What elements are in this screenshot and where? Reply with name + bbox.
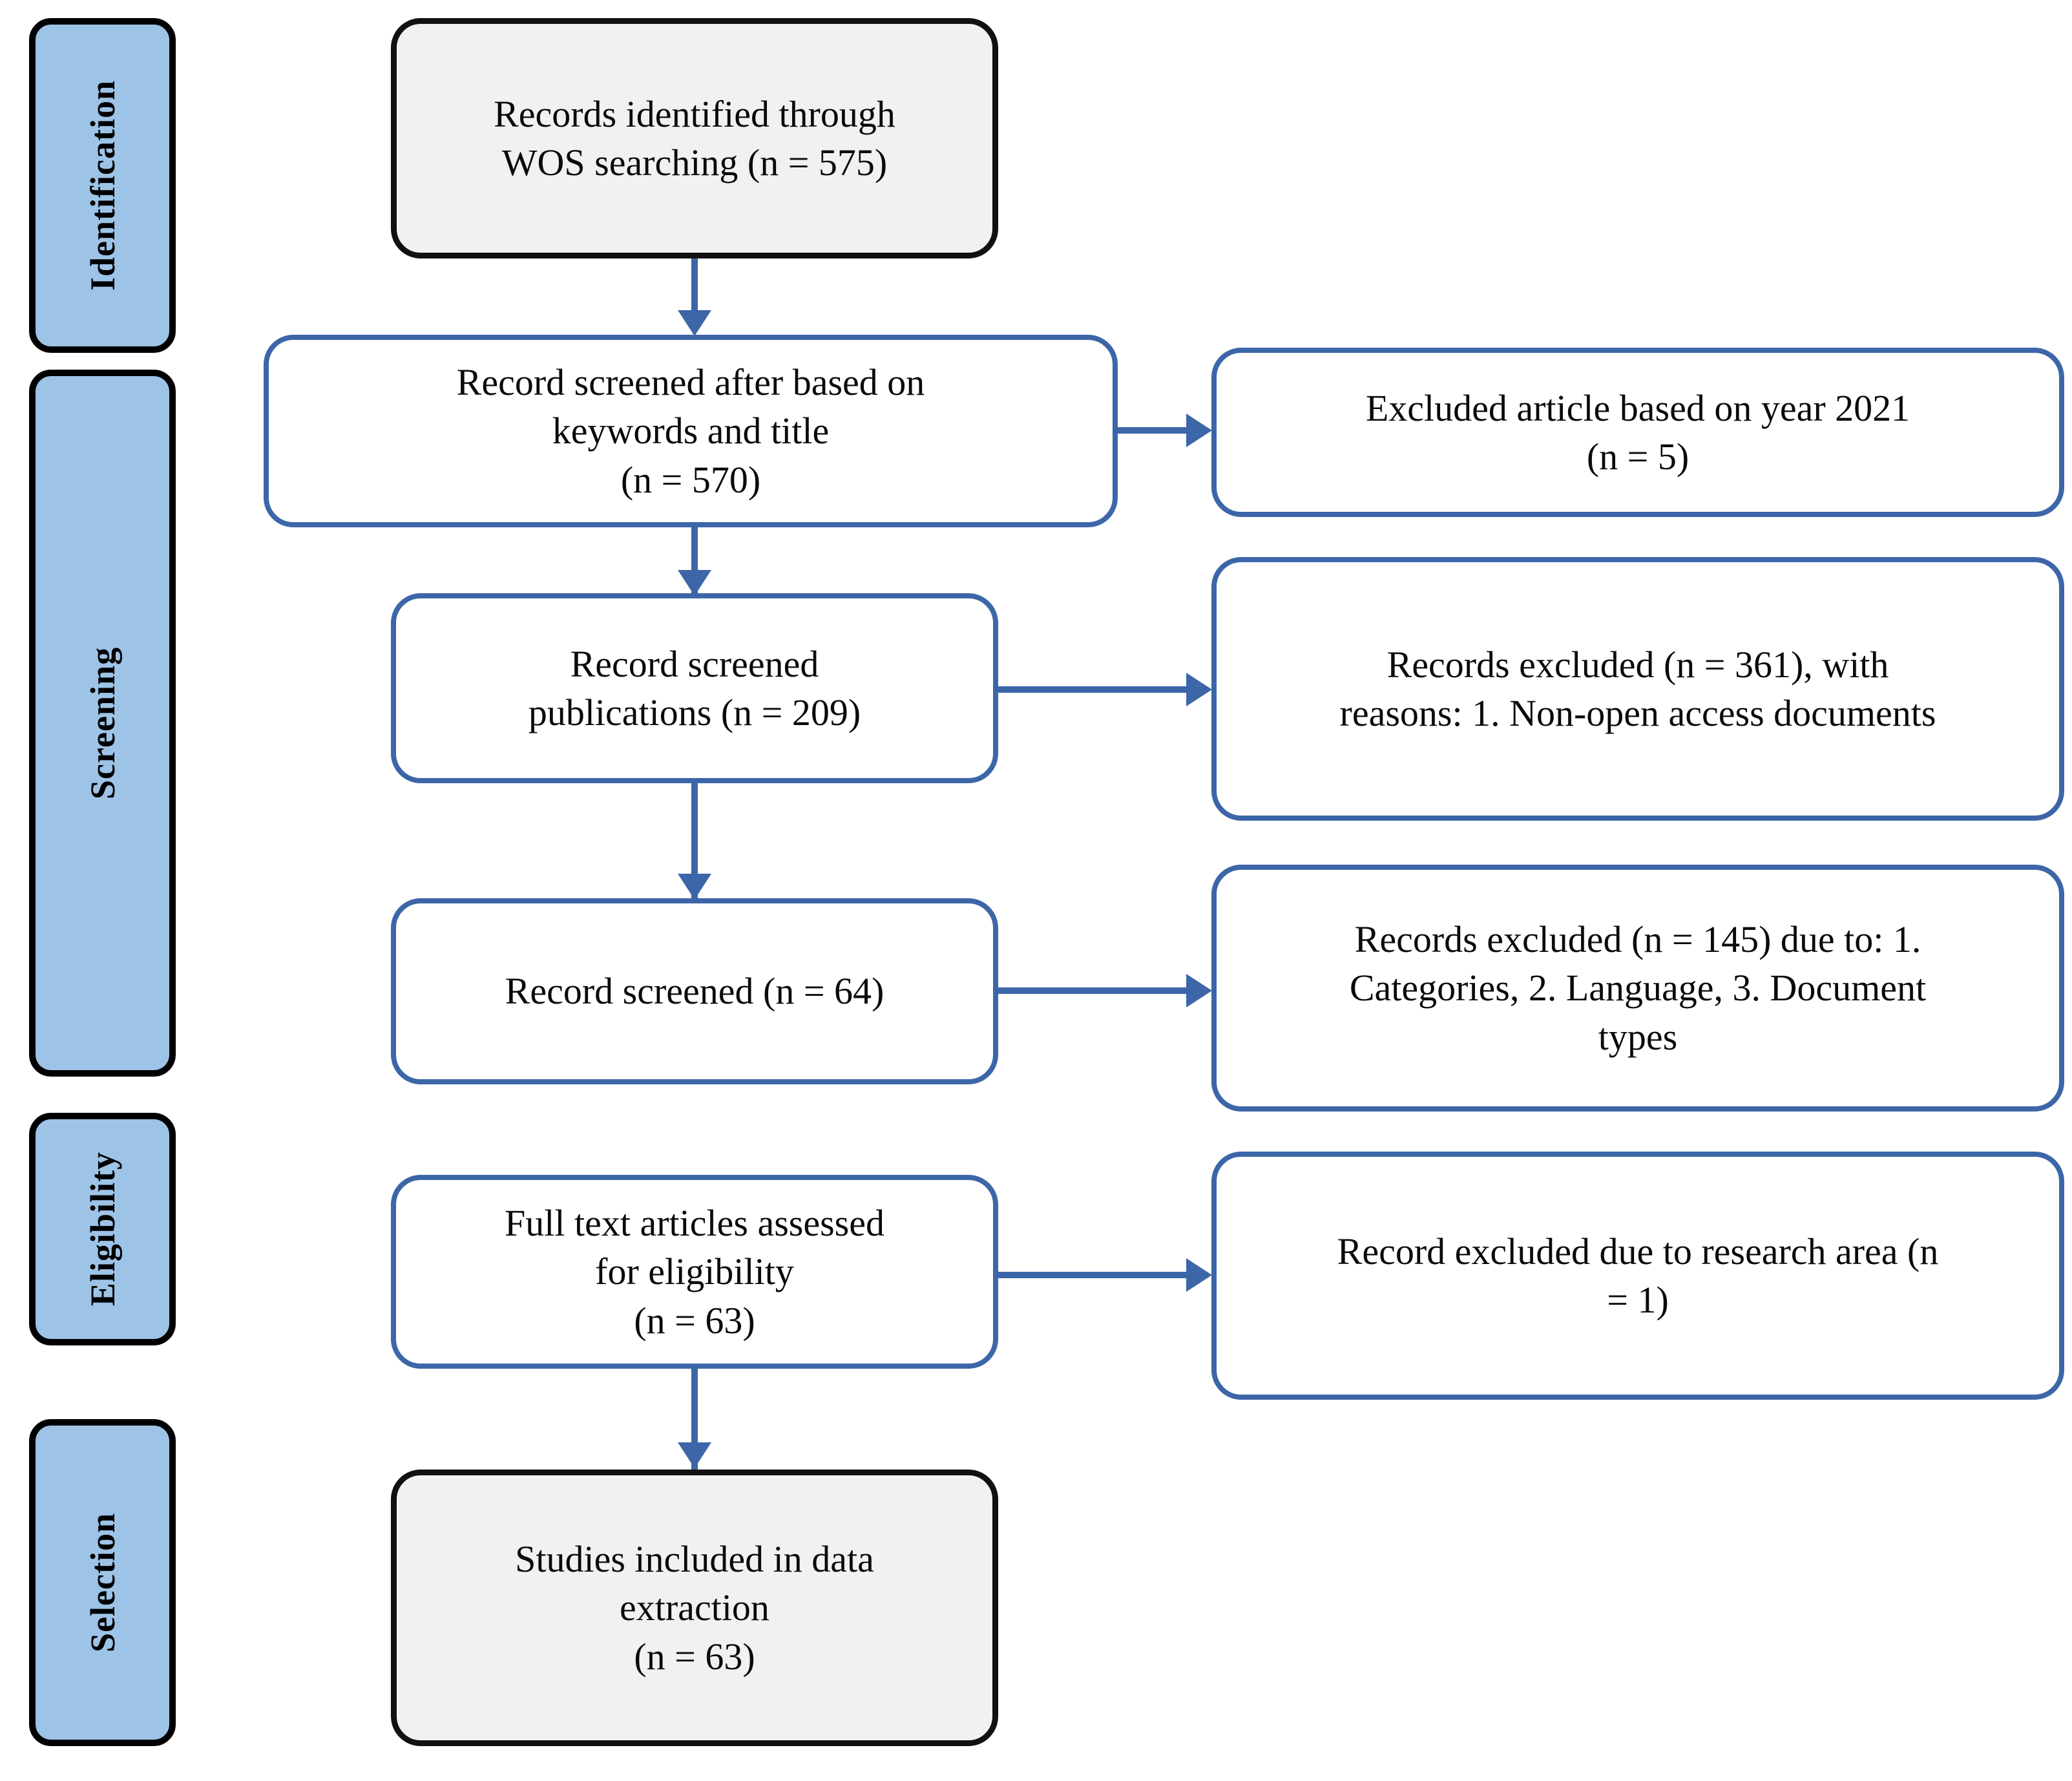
connector-record-screened-to-excluded-categories-line — [995, 987, 1190, 994]
phase-label-screening: Screening — [29, 370, 176, 1077]
node-records-excluded-non-open-access: Records excluded (n = 361), with reasons… — [1211, 557, 2064, 821]
phase-label-selection-text: Selection — [83, 1513, 122, 1652]
node-record-screened-publications: Record screened publications (n = 209) — [391, 593, 998, 783]
connector-screened-keywords-to-screened-publications-arrow — [678, 570, 711, 596]
node-excluded-article-year-2021-text: Excluded article based on year 2021 (n =… — [1365, 386, 1910, 478]
node-records-excluded-categories-language-doctypes: Records excluded (n = 145) due to: 1. Ca… — [1211, 865, 2064, 1112]
node-records-identified-text: Records identified through WOS searching… — [494, 92, 895, 184]
node-record-screened-64-text: Record screened (n = 64) — [505, 970, 884, 1013]
phase-label-identification: Identification — [29, 18, 176, 353]
node-full-text-articles-assessed-text: Full text articles assessed for eligibil… — [505, 1201, 884, 1342]
connector-identified-to-screened-keywords-arrow — [678, 310, 711, 336]
phase-label-identification-text: Identification — [83, 79, 122, 291]
node-studies-included-data-extraction: Studies included in data extraction (n =… — [391, 1470, 998, 1746]
node-records-identified: Records identified through WOS searching… — [391, 18, 998, 258]
connector-screened-publications-to-excluded-nonopen-arrow — [1186, 673, 1212, 706]
phase-label-screening-text: Screening — [83, 647, 122, 799]
connector-fulltext-assessed-to-included-arrow — [678, 1442, 711, 1468]
node-studies-included-data-extraction-text: Studies included in data extraction (n =… — [515, 1537, 874, 1678]
phase-label-eligibility-text: Eligibility — [83, 1152, 122, 1307]
connector-screened-publications-to-record-screened-line — [691, 782, 698, 900]
node-full-text-articles-assessed: Full text articles assessed for eligibil… — [391, 1175, 998, 1369]
connector-screened-keywords-to-excluded-year-arrow — [1186, 414, 1212, 447]
connector-screened-keywords-to-excluded-year-line — [1114, 427, 1190, 434]
phase-label-eligibility: Eligibility — [29, 1113, 176, 1345]
connector-screened-publications-to-excluded-nonopen-line — [995, 686, 1190, 693]
node-record-screened-publications-text: Record screened publications (n = 209) — [528, 642, 861, 733]
connector-screened-publications-to-record-screened-arrow — [678, 874, 711, 900]
node-record-screened-keywords-title-text: Record screened after based on keywords … — [456, 361, 925, 501]
connector-identified-to-screened-keywords-line — [691, 257, 698, 314]
node-record-excluded-research-area: Record excluded due to research area (n … — [1211, 1152, 2064, 1400]
node-record-excluded-research-area-text: Record excluded due to research area (n … — [1337, 1230, 1939, 1321]
connector-record-screened-to-excluded-categories-arrow — [1186, 974, 1212, 1007]
node-record-screened-keywords-title: Record screened after based on keywords … — [264, 335, 1118, 527]
node-excluded-article-year-2021: Excluded article based on year 2021 (n =… — [1211, 348, 2064, 517]
connector-fulltext-assessed-to-excluded-research-area-arrow — [1186, 1258, 1212, 1292]
node-record-screened-64: Record screened (n = 64) — [391, 898, 998, 1084]
node-records-excluded-categories-language-doctypes-text: Records excluded (n = 145) due to: 1. Ca… — [1349, 918, 1927, 1058]
connector-screened-keywords-to-screened-publications-line — [691, 523, 698, 593]
connector-fulltext-assessed-to-included-line — [691, 1367, 698, 1470]
node-records-excluded-non-open-access-text: Records excluded (n = 361), with reasons… — [1339, 643, 1936, 734]
phase-label-selection: Selection — [29, 1419, 176, 1746]
connector-fulltext-assessed-to-excluded-research-area-line — [995, 1272, 1190, 1278]
